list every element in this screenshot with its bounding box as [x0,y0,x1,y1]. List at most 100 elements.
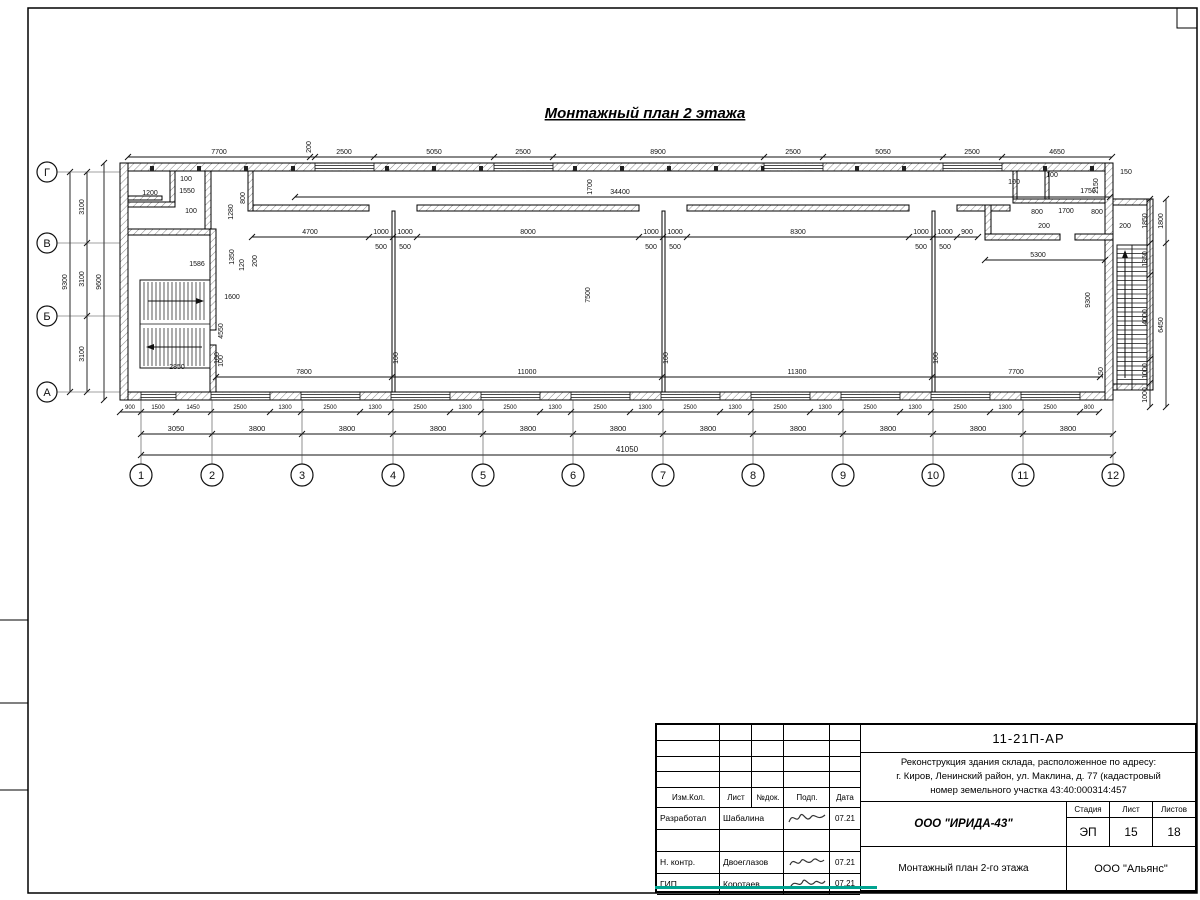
dimension-label: 7800 [296,369,312,376]
walls [119,162,1154,401]
window [141,392,176,400]
pilaster-mark [902,166,906,171]
axis-number-label: 4 [390,470,396,482]
dimension-label: 4700 [302,229,318,236]
dimension-label: 100 [214,352,221,364]
dimension-label: 2500 [863,405,877,411]
plan-line [212,373,220,381]
dimension-label: 2500 [515,149,531,156]
dimension-label: 1300 [728,405,742,411]
axis-letter-circle [36,232,58,254]
dimension-label: 2500 [785,149,801,156]
plan-line [100,159,108,167]
plan-line [1162,195,1170,203]
dimension-label: 1300 [548,405,562,411]
axis-letter-label: А [43,387,51,399]
axis-letter-circle [36,305,58,327]
signature [788,814,826,823]
dimension-label: 7700 [1008,369,1024,376]
dimension-label: 1000 [373,229,389,236]
plan-line [981,256,989,264]
window [571,392,630,400]
axis-number-circle [741,463,765,487]
sheets-header: Листов [1152,802,1195,818]
dimension-label: 800 [240,192,247,204]
dimension-label: 1800 [1158,213,1165,229]
dimension-label: 1280 [228,204,235,220]
axis-letter-circle [36,161,58,183]
wall [686,204,910,212]
dimension-label: 1000 [937,229,953,236]
plan-line [1146,403,1154,411]
plan-line [1095,408,1103,416]
axis-number-circle [381,463,405,487]
sheet-frame [0,7,1198,894]
plan-line [760,153,768,161]
plan-line [311,153,319,161]
plan-line [998,153,1006,161]
plan-line [172,408,180,416]
dimension-label: 1000 [1142,387,1149,403]
dimension-label: 9300 [62,274,69,290]
plan-line [896,408,904,416]
pilaster-mark [1090,166,1094,171]
plan-line [1101,256,1109,264]
date-cell: 07.21 [829,807,860,830]
plan-line [716,408,724,416]
name-cell [719,829,784,852]
dimension-label: 900 [961,229,973,236]
dimension-label: 1700 [1058,208,1074,215]
dimension-label: 1700 [587,179,594,195]
axis-number-circle [651,463,675,487]
pilaster-mark [150,166,154,171]
dimension-label: 11000 [518,369,537,376]
plan-line [1106,193,1114,201]
axis-number-label: 7 [660,470,666,482]
dimension-label: 3800 [430,424,447,433]
description-line: г. Киров, Ленинский район, ул. Маклина, … [896,771,1161,783]
doc-number: 11-21П-АР [860,725,1196,753]
axis-number-label: 9 [840,470,846,482]
dimension-label: 3100 [79,346,86,362]
plan-line [365,233,373,241]
grid-line [751,725,752,787]
plan-line [1076,408,1084,416]
window [661,392,720,400]
pilaster-mark [479,166,483,171]
window [391,392,450,400]
wall [984,233,1061,241]
dimension-label: 3800 [249,424,266,433]
signature [789,879,826,888]
dimension-label: 2500 [413,405,427,411]
axis-number-label: 3 [299,470,305,482]
frame-border [27,7,1198,894]
role-cell [657,829,720,852]
signature-cell [783,807,830,830]
plan-line [1146,239,1154,247]
dimension-label: 1000 [913,229,929,236]
dimension-label: 2500 [593,405,607,411]
page-title: Монтажный план 2 этажа [545,105,746,122]
window [764,163,823,171]
dimension-label: 3800 [1060,424,1077,433]
axis-number-circle [129,463,153,487]
dimension-label: 1000 [667,229,683,236]
axis-number-label: 6 [570,470,576,482]
plan-line [490,153,498,161]
dimension-label: 4650 [1049,149,1065,156]
axis-number-circle [290,463,314,487]
dimension-label: 5050 [875,149,891,156]
stage-header: Стадия [1066,802,1109,818]
sheets-total: 18 [1152,818,1195,847]
date-cell: 07.21 [829,873,860,895]
window [315,163,374,171]
plan-line [1096,373,1104,381]
pilaster-mark [761,166,765,171]
wall [1104,162,1114,401]
grid-line [657,771,860,772]
plan-line [953,233,961,241]
dimension-label: 2500 [773,405,787,411]
plan-line [306,153,314,161]
axis-number-circle [831,463,855,487]
